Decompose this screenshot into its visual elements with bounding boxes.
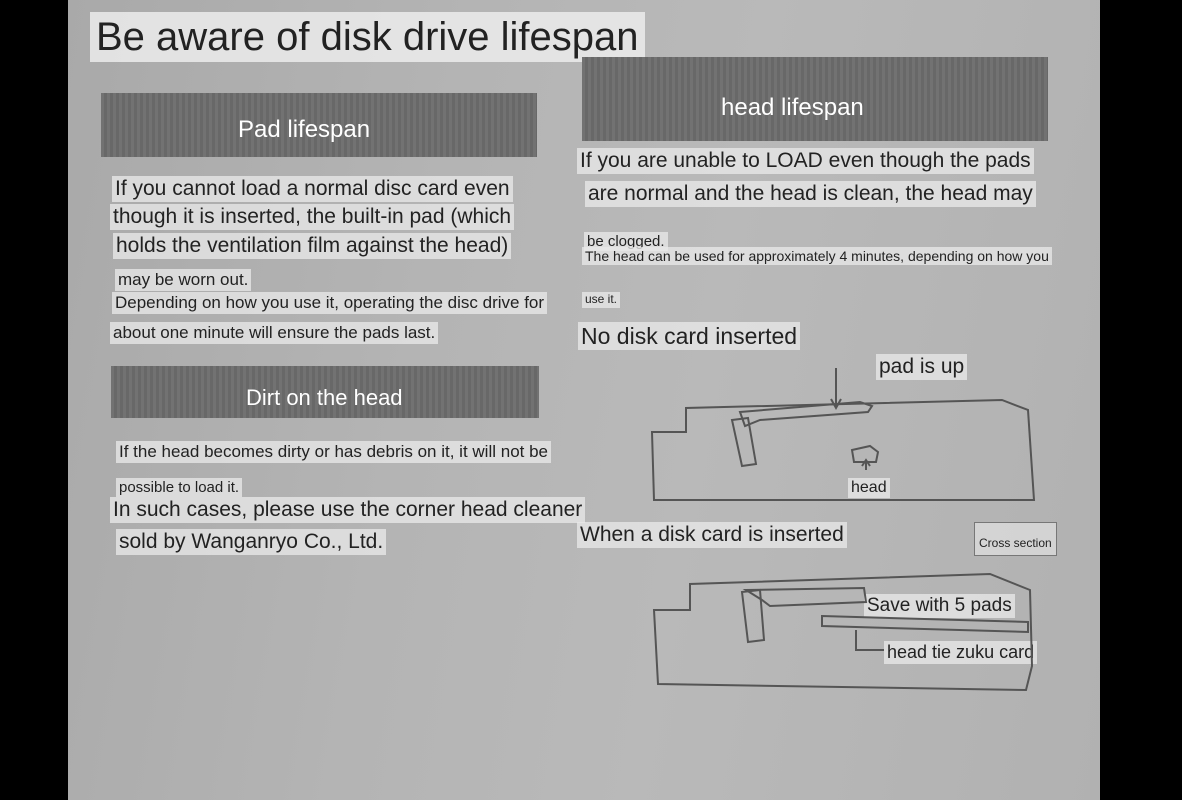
cross-section-label: Cross section [974, 522, 1057, 556]
pad-lifespan-heading: Pad lifespan [238, 116, 371, 143]
drive-body-outline-bottom [652, 572, 1034, 692]
pad-arm [738, 400, 874, 428]
head-lifespan-heading-bar: head lifespan [582, 57, 1048, 141]
arm-post [730, 416, 758, 468]
head-label: head [848, 478, 890, 499]
pad-text-line-6: about one minute will ensure the pads la… [110, 322, 439, 344]
dirt-heading: Dirt on the head [246, 385, 403, 410]
head-text-line-2: are normal and the head is clean, the he… [585, 181, 1036, 208]
pad-text-line-1: If you cannot load a normal disc card ev… [112, 176, 513, 203]
card-arm-post [740, 588, 766, 644]
head-tie-bracket [855, 630, 884, 651]
pad-text-line-5: Depending on how you use it, operating t… [112, 292, 548, 314]
pad-text-line-4: may be worn out. [115, 269, 252, 291]
drive-body-outline-top [650, 398, 1036, 501]
head-text-line-1: If you are unable to LOAD even though th… [577, 148, 1034, 175]
head-text-line-4: The head can be used for approximately 4… [582, 247, 1052, 266]
save-pads-label: Save with 5 pads [864, 594, 1015, 618]
pad-arrow-head [830, 398, 842, 411]
page-title: Be aware of disk drive lifespan [90, 12, 645, 62]
pad-lifespan-heading-bar: Pad lifespan [101, 93, 537, 157]
no-card-heading: No disk card inserted [578, 322, 801, 351]
head-text-line-5: use it. [582, 292, 621, 308]
pad-text-line-3: holds the ventilation film against the h… [113, 233, 512, 260]
head-tie-label: head tie zuku card [884, 641, 1038, 664]
card-arm [742, 586, 868, 608]
dirt-text-line-1: If the head becomes dirty or has debris … [116, 441, 552, 463]
pad-text-line-2: though it is inserted, the built-in pad … [110, 204, 515, 231]
inserted-heading: When a disk card is inserted [577, 522, 847, 549]
pad-is-up-label: pad is up [876, 354, 968, 381]
dirt-text-line-2: possible to load it. [116, 478, 243, 498]
disk-card [821, 614, 1029, 634]
head-lifespan-heading: head lifespan [721, 94, 864, 121]
head-text-line-3: be clogged. [584, 232, 668, 252]
head-arrow [861, 458, 871, 470]
dirt-text-line-3: In such cases, please use the corner hea… [110, 497, 586, 524]
dirt-text-line-4: sold by Wanganryo Co., Ltd. [116, 529, 387, 556]
head-block [850, 444, 880, 463]
dirt-heading-bar: Dirt on the head [111, 366, 539, 418]
